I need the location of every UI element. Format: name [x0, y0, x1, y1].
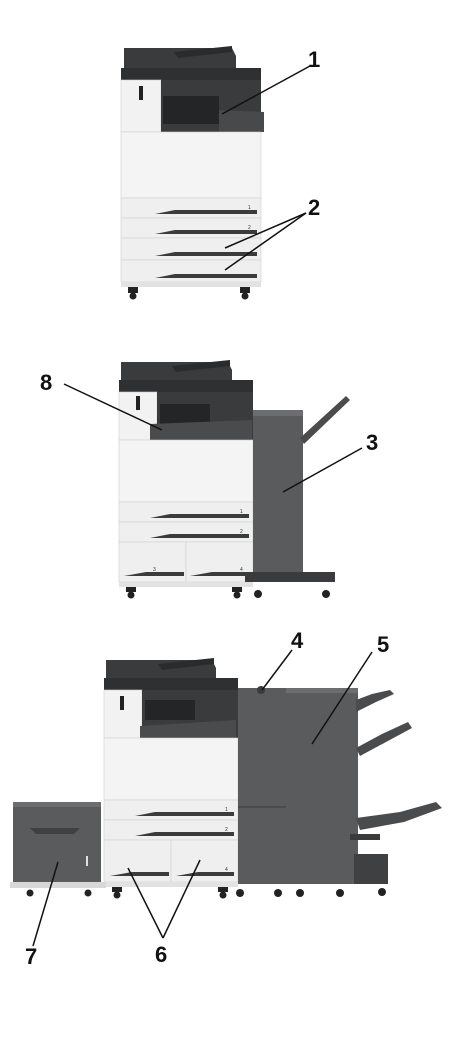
finisher-foot: [354, 854, 388, 884]
callout-1: 1: [308, 47, 320, 72]
control-panel: [160, 404, 210, 424]
tray-4: [120, 259, 262, 283]
leader-line-2a: [224, 212, 307, 249]
tray-handle: [155, 252, 257, 256]
printer-booklet-finisher-config: 1 2 4: [10, 658, 442, 899]
callout-7: 7: [25, 944, 37, 969]
finisher-body: [286, 688, 358, 884]
tray-number: 1: [225, 807, 228, 813]
tray-number: 4: [225, 867, 228, 873]
finisher-bottom-tray: [356, 802, 442, 830]
tray-handle: [150, 514, 249, 518]
printer-base-config: 1 2: [120, 46, 264, 300]
exit-tray: [219, 110, 264, 132]
tray-3: [120, 237, 262, 261]
leader-line-5: [311, 651, 373, 745]
booklet-finisher: [236, 688, 442, 897]
finisher-middle-tray: [356, 722, 412, 756]
finisher-top-tray: [356, 690, 394, 712]
callout-4: 4: [291, 628, 304, 653]
adf-tray: [174, 46, 232, 58]
inner-finisher-tray: [150, 420, 252, 440]
tray-number: 1: [240, 509, 243, 515]
leader-line-4: [261, 649, 293, 691]
tray-handle: [124, 572, 184, 576]
control-panel: [163, 96, 219, 124]
tray-handle: [135, 812, 234, 816]
tray-handle: [155, 274, 257, 278]
callout-6: 6: [155, 942, 167, 967]
leader-line-6a: [127, 867, 164, 939]
tandem-tray: 3 4: [118, 541, 254, 583]
feeder-rail: [10, 882, 106, 888]
tray-handle: [150, 534, 249, 538]
tray-number: 2: [225, 827, 228, 833]
adf-tray: [172, 360, 230, 372]
handle: [120, 696, 124, 710]
handle: [139, 86, 143, 100]
leader-line-1: [221, 65, 311, 115]
casters: [112, 887, 228, 899]
tandem-tray: 4: [103, 839, 239, 883]
feeder-handle: [30, 828, 80, 834]
staple-finisher: [245, 396, 350, 598]
tray-1: 1: [103, 799, 239, 821]
control-panel: [145, 700, 195, 720]
callout-8: 8: [40, 370, 52, 395]
leader-line-7: [32, 861, 59, 947]
scanner-bed: [104, 678, 238, 690]
tray-handle: [176, 872, 234, 876]
tray-number: 4: [240, 567, 243, 573]
tray-number: 2: [240, 529, 243, 535]
scanner-bed: [119, 380, 253, 392]
callout-2: 2: [308, 195, 320, 220]
main-body: [120, 131, 262, 199]
tray-handle: [110, 872, 169, 876]
finisher-base: [245, 572, 335, 582]
base-plate: [121, 282, 261, 287]
tray-number: 3: [153, 567, 156, 573]
high-capacity-feeder: [10, 802, 106, 897]
leader-line-3: [282, 447, 363, 493]
leader-line-8: [63, 383, 163, 431]
tray-number: 2: [248, 225, 251, 231]
leader-line-6b: [162, 859, 201, 939]
transport-body: [238, 688, 286, 884]
tray-2: 2: [118, 521, 254, 543]
feeder-body: [13, 802, 101, 882]
callout-5: 5: [377, 632, 389, 657]
tray-handle: [155, 210, 257, 214]
base-plate: [104, 882, 238, 887]
scanner-bed: [121, 68, 261, 80]
tray-1: 1: [120, 197, 262, 219]
main-body: [118, 439, 254, 503]
finisher-output-tray: [300, 396, 350, 444]
leader-line-2b: [224, 212, 307, 271]
tray-handle: [155, 230, 257, 234]
adf-tray: [158, 658, 214, 670]
tray-handle: [190, 572, 249, 576]
printer-staple-finisher-config: 1 2 3 4: [118, 360, 350, 599]
paper-transport-unit: [238, 686, 286, 884]
handle: [136, 396, 140, 410]
base-plate: [119, 582, 253, 587]
tray-2: 2: [120, 217, 262, 239]
tray-1: 1: [118, 501, 254, 523]
casters: [126, 587, 242, 599]
tray-handle: [135, 832, 234, 836]
main-body: [103, 737, 239, 801]
casters: [128, 287, 250, 300]
inner-tray: [140, 720, 236, 738]
finisher-body: [253, 410, 303, 572]
callout-3: 3: [366, 430, 378, 455]
tray-number: 1: [248, 205, 251, 211]
tray-2: 2: [103, 819, 239, 841]
